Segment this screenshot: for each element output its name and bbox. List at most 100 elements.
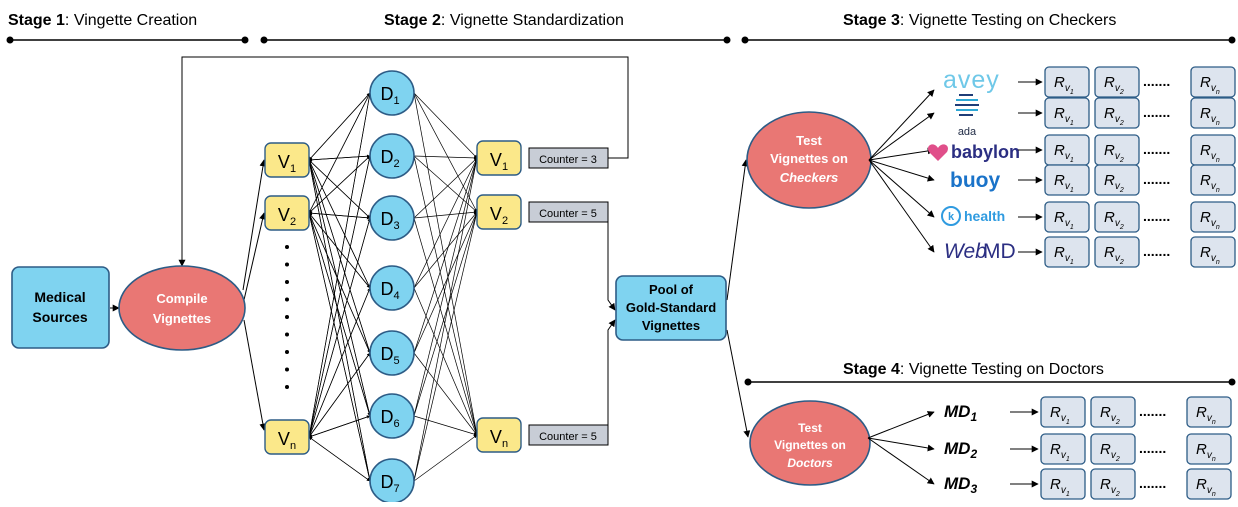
checker-result-row-2-cell-2 [1094,97,1140,129]
arrow-compile-to-v2 [243,212,266,301]
checker-result-row-6-cell-1-label: Rv1 [1054,244,1074,266]
checker-result-row-6-cell-1 [1044,236,1090,268]
edge-d7-right-v1 [413,157,479,482]
feedback-loop [178,56,629,267]
doctor-circle-3 [369,195,415,241]
doctor-label-3: D3 [380,209,399,232]
arrow-compile-to-v1 [242,159,267,291]
checker-result-row-5-cell-3-label: Rvn [1200,209,1220,231]
stage-1-rule-start-dot [6,36,14,44]
edge-d1-left-v2 [308,92,371,214]
edge-d6-right-v1 [413,157,478,417]
md-result-row-1-cell-1-label: Rv1 [1050,404,1070,426]
edge-d2-right-v1 [413,155,478,160]
stage-3-rule-start-dot [741,36,749,44]
babylon-logo: babylon [927,142,1020,162]
test-doctors-line-1: Test [798,421,822,435]
arrow-checkers-to-row-5 [868,159,935,218]
left-vignette-v1: V1 [264,142,310,178]
babylon-heart-icon [927,144,949,161]
stage-2-title: : Vignette Standardization [441,12,624,29]
edge-d4-right-v1 [413,157,478,289]
stage-4-header: Stage 4: Vignette Testing on Doctors [744,361,1236,386]
vertical-dot-2 [285,262,289,267]
doctor-circle-6 [369,393,415,439]
checker-result-row-3-cell-3-label: Rvn [1200,142,1220,164]
edge-d2-left-v3 [307,155,371,438]
doctor-node-5: D5 [369,330,415,376]
pool-line-1: Pool of [649,282,694,297]
md-result-row-1-cell-1 [1040,396,1086,428]
arrow-v2-to-pool [607,212,616,311]
edge-d6-left-v1 [308,159,371,417]
ada-logo: ada [955,94,979,138]
webmd-suffix: MD [983,240,1016,263]
vertical-dot-1 [285,245,289,249]
checker-logos: avey ada babylon buoy k health Web MD [927,66,1020,263]
checker-result-row-6-cell-3-label: Rvn [1200,244,1220,266]
vertical-dots [285,245,289,389]
checker-result-row-6-ellipsis: ....... [1143,243,1170,259]
checker-result-row-1-cell-1-label: Rv1 [1054,74,1074,96]
md-result-row-2: Rv1Rv2Rvn....... [1010,433,1232,465]
md-1-label: MD1 [944,402,977,424]
stage-1-title: : Vingette Creation [65,12,197,29]
checker-result-row-5-cell-2-label: Rv2 [1104,209,1124,231]
md-result-row-3-cell-3-label: Rvn [1196,476,1216,498]
result-rows: Rv1Rv2Rvn.......Rv1Rv2Rvn.......Rv1Rv2Rv… [1010,66,1236,500]
doctor-node-3: D3 [369,195,415,241]
counter-v1-text: Counter = 3 [539,154,597,166]
md-result-row-3-cell-2-label: Rv2 [1100,476,1120,498]
md-result-row-2-cell-1 [1040,433,1086,465]
checker-result-row-3-ellipsis: ....... [1143,141,1170,157]
test-checkers-node: Test Vignettes on Checkers [746,111,872,209]
edge-d1-right-v3 [413,92,479,436]
ada-mark-stripe-4 [956,109,978,111]
stage-1-number: Stage 1 [8,12,65,29]
right-vignette-v2: V2 Counter = 5 [476,194,609,230]
counter-v1-box [528,147,609,169]
checker-result-row-6: Rv1Rv2Rvn....... [1018,236,1236,268]
md-result-row-1-cell-2-label: Rv2 [1100,404,1120,426]
checker-result-row-5: Rv1Rv2Rvn....... [1018,201,1236,233]
md-result-row-1-cell-3 [1186,396,1232,428]
md-labels: MD1 MD2 MD3 [944,402,977,496]
vertical-dot-7 [285,350,289,354]
md-result-row-2-cell-2-label: Rv2 [1100,441,1120,463]
right-vignette-vn: Vn Counter = 5 [476,417,609,453]
checker-result-row-3-cell-2-label: Rv2 [1104,142,1124,164]
doctor-label-2: D2 [380,147,399,170]
checker-result-row-5-cell-3 [1190,201,1236,233]
doctor-label-1: D1 [380,84,399,107]
stage-3-title: : Vignette Testing on Checkers [900,12,1116,29]
test-doctors-line-3: Doctors [787,456,833,470]
edge-d2-left-v1 [308,155,371,162]
stage-3-number: Stage 3 [843,12,900,29]
md-result-row-2-cell-2 [1090,433,1136,465]
md-result-row-1-ellipsis: ....... [1139,403,1166,419]
medical-sources-line-2: Sources [32,309,87,325]
doctor-label-7: D7 [380,472,399,495]
edge-d3-right-v2 [413,210,478,219]
stage-4-title: : Vignette Testing on Doctors [900,361,1104,378]
counter-v2-box [528,201,609,223]
compile-vignettes-line-1: Compile [156,291,207,306]
md-2-label: MD2 [944,439,977,461]
checker-result-row-1-cell-2-label: Rv2 [1104,74,1124,96]
edge-d6-right-v2 [413,211,478,417]
edge-d6-left-v3 [308,415,371,438]
vertical-dot-6 [285,332,289,337]
edge-d4-right-v3 [413,287,478,436]
vertical-dot-9 [285,385,289,389]
checker-result-row-1-cell-3 [1190,66,1236,98]
md-result-row-3-cell-1 [1040,468,1086,500]
right-vn-label: Vn [490,427,508,450]
edge-d4-left-v1 [308,159,371,289]
checker-result-row-2: Rv1Rv2Rvn....... [1018,97,1236,129]
edge-d5-left-v1 [308,159,371,354]
pool-shape [615,275,727,341]
test-doctors-line-2: Vignettes on [774,438,846,452]
edge-d5-left-v3 [308,352,371,438]
